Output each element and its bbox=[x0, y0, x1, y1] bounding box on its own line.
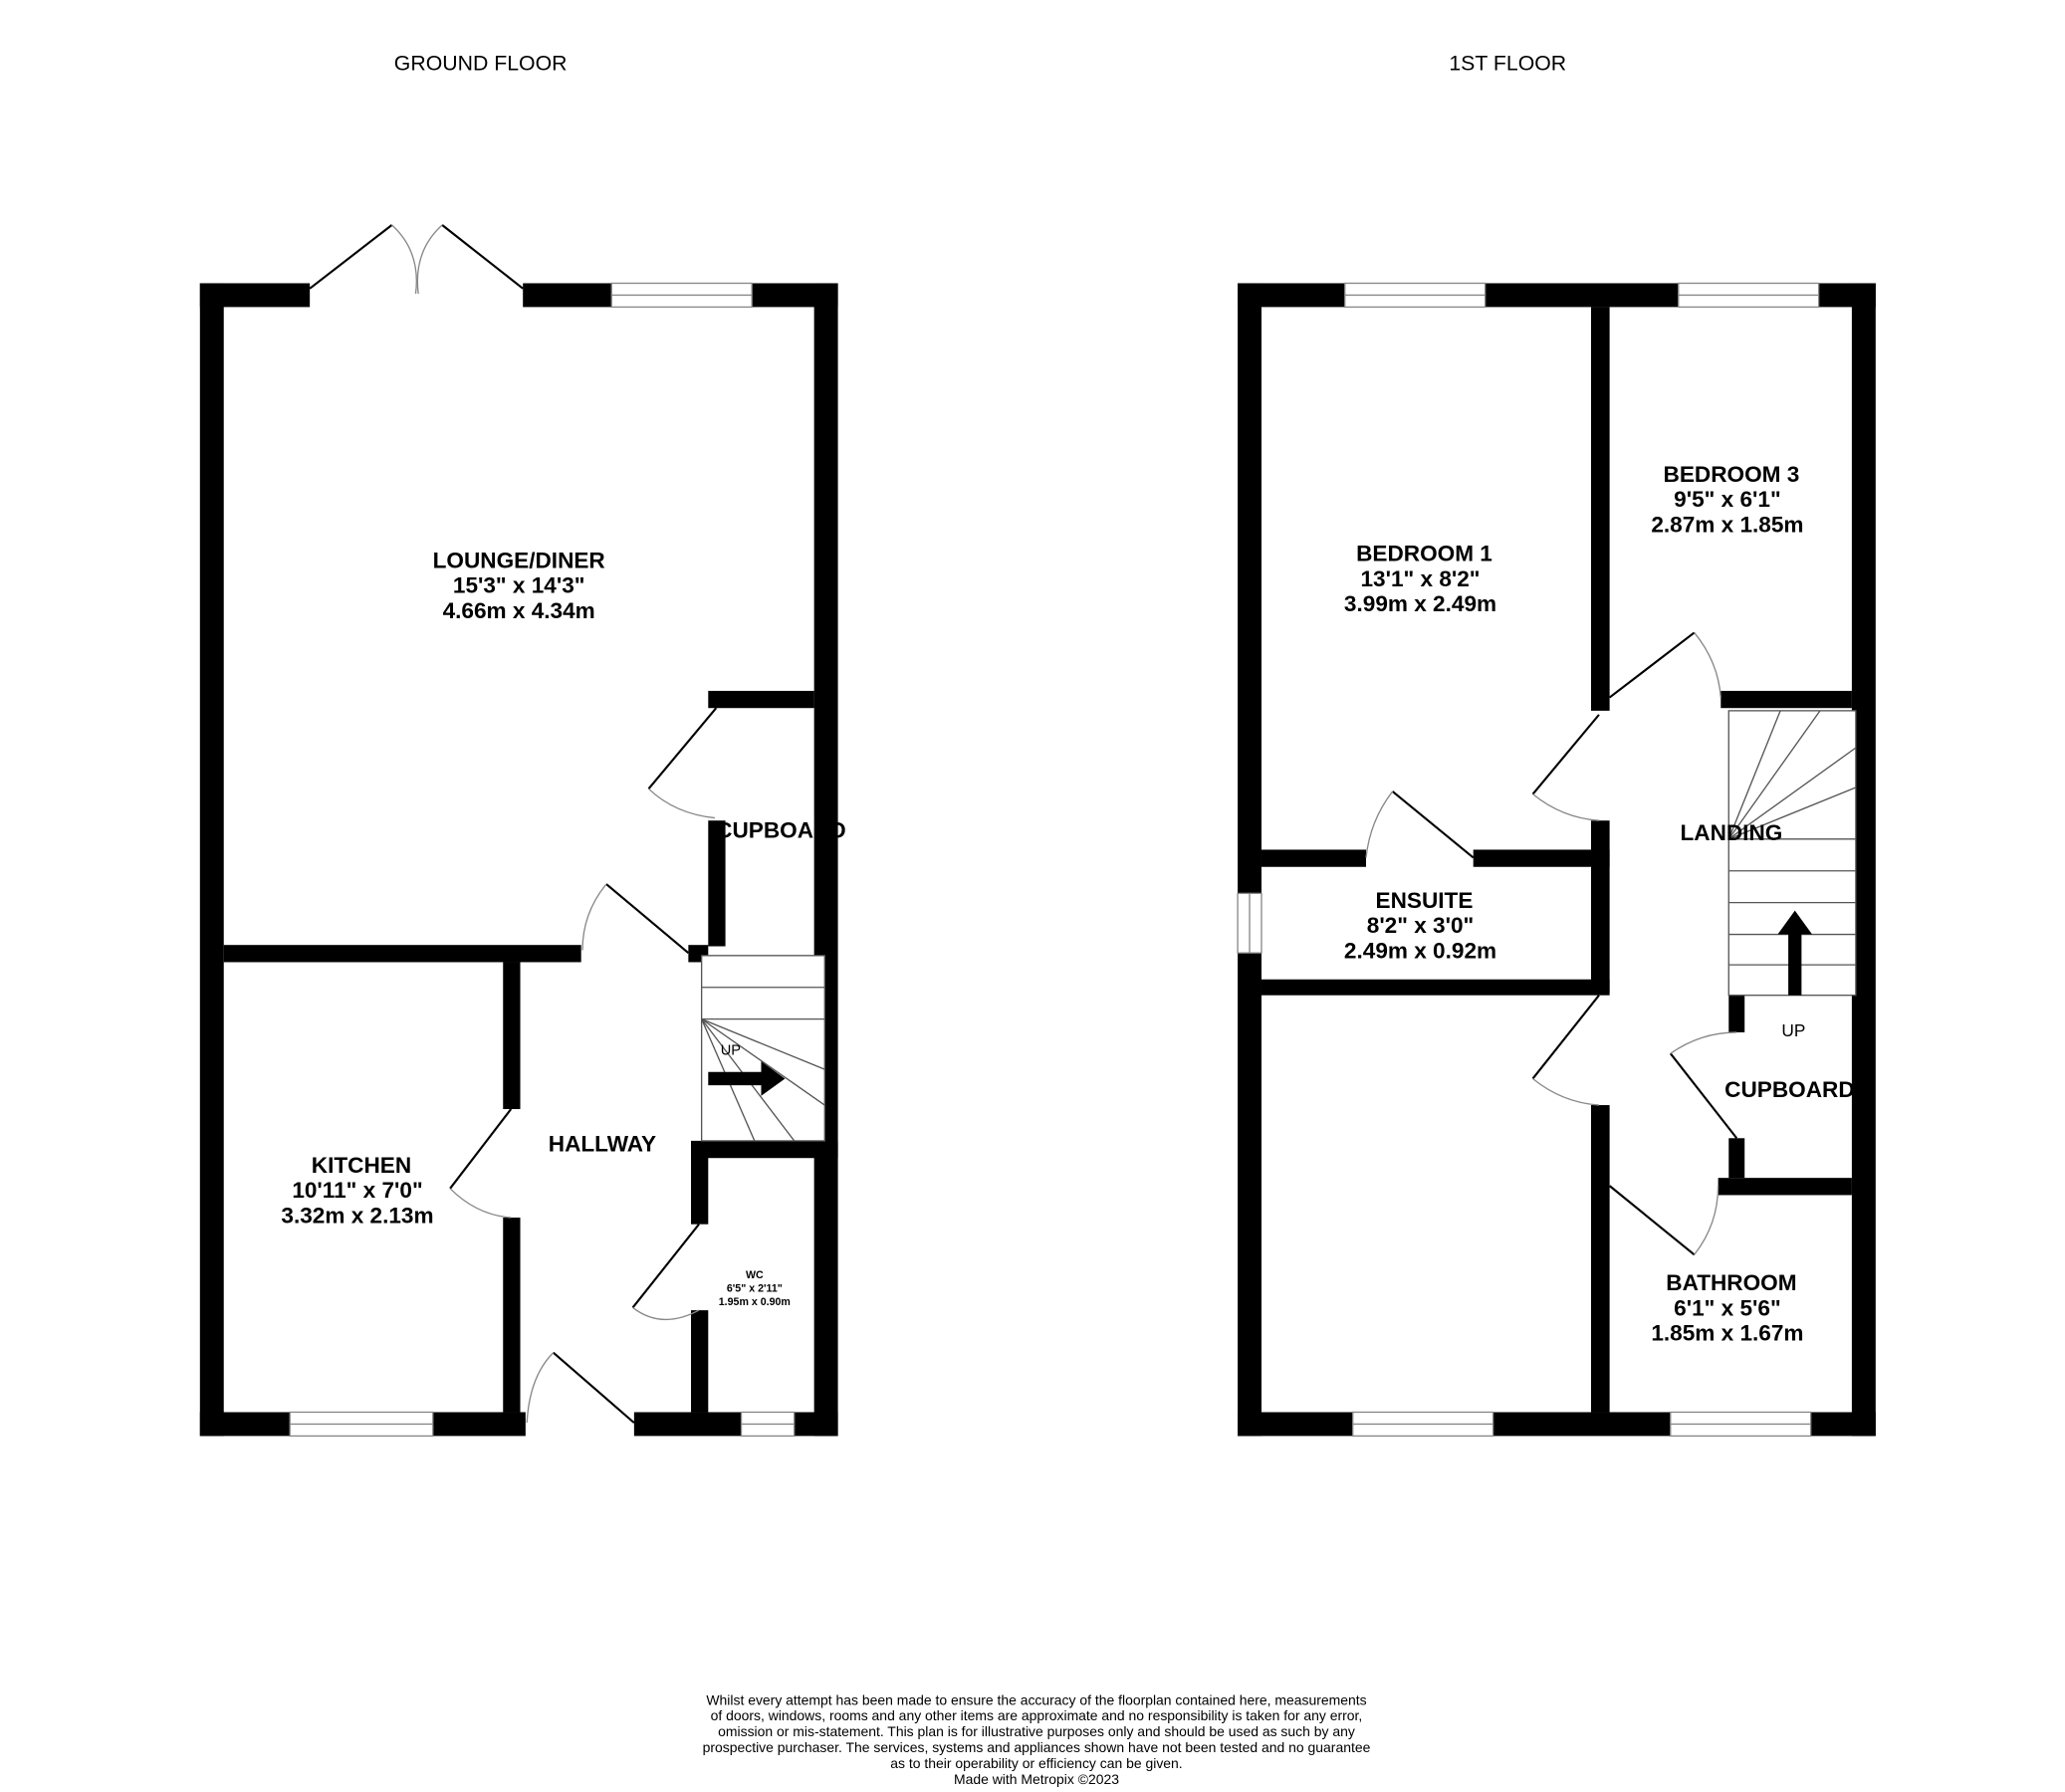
first-floor: 1ST FLOOR bbox=[1237, 51, 1876, 1438]
room-imperial: 6'5" x 2'11" bbox=[727, 1282, 783, 1294]
room-name: LOUNGE/DINER bbox=[433, 548, 605, 572]
room-metric: 3.32m x 2.13m bbox=[281, 1203, 433, 1228]
first-floor-labels: BEDROOM 1 13'1" x 8'2" 3.99m x 2.49m BED… bbox=[1344, 462, 1855, 1346]
room-imperial: 6'1" x 5'6" bbox=[1674, 1295, 1780, 1320]
stairs-up-arrow-icon bbox=[1777, 910, 1813, 996]
first-floor-stairs: UP bbox=[1727, 710, 1857, 1040]
disclaimer-line: omission or mis-statement. This plan is … bbox=[718, 1723, 1355, 1739]
room-imperial: 13'1" x 8'2" bbox=[1360, 566, 1480, 591]
disclaimer-line: as to their operability or efficiency ca… bbox=[890, 1755, 1182, 1771]
room-imperial: 9'5" x 6'1" bbox=[1674, 487, 1780, 512]
room-metric: 1.95m x 0.90m bbox=[719, 1296, 791, 1308]
ground-floor-labels: LOUNGE/DINER 15'3" x 14'3" 4.66m x 4.34m… bbox=[281, 548, 845, 1307]
room-name: KITCHEN bbox=[312, 1153, 411, 1178]
ground-stairs-up-label: UP bbox=[721, 1043, 741, 1059]
room-metric: 3.99m x 2.49m bbox=[1344, 591, 1496, 616]
disclaimer-line: Whilst every attempt has been made to en… bbox=[706, 1691, 1366, 1707]
room-name: ENSUITE bbox=[1376, 888, 1474, 913]
room-name: CUPBOARD bbox=[1724, 1077, 1854, 1102]
room-name: WC bbox=[746, 1269, 764, 1281]
disclaimer-line: of doors, windows, rooms and any other i… bbox=[711, 1707, 1363, 1723]
ground-floor: GROUND FLOOR bbox=[199, 51, 846, 1438]
first-floor-doors bbox=[1365, 631, 1738, 1256]
room-name: BEDROOM 3 bbox=[1664, 462, 1800, 487]
ground-floor-walls bbox=[199, 283, 838, 1437]
room-imperial: 8'2" x 3'0" bbox=[1367, 913, 1474, 938]
room-metric: 2.49m x 0.92m bbox=[1344, 938, 1496, 963]
room-name: BATHROOM bbox=[1666, 1270, 1796, 1295]
first-stairs-up-label: UP bbox=[1781, 1020, 1805, 1040]
disclaimer-line: Made with Metropix ©2023 bbox=[954, 1771, 1119, 1787]
ground-floor-stairs: UP bbox=[700, 955, 825, 1142]
ground-floor-windows bbox=[289, 282, 796, 1438]
room-imperial: 10'11" x 7'0" bbox=[292, 1178, 422, 1203]
room-metric: 1.85m x 1.67m bbox=[1651, 1321, 1803, 1346]
disclaimer: Whilst every attempt has been made to en… bbox=[703, 1691, 1371, 1787]
room-metric: 4.66m x 4.34m bbox=[443, 598, 595, 623]
room-name: HALLWAY bbox=[549, 1132, 656, 1157]
ground-floor-title: GROUND FLOOR bbox=[394, 51, 568, 75]
disclaimer-line: prospective purchaser. The services, sys… bbox=[703, 1739, 1371, 1755]
room-metric: 2.87m x 1.85m bbox=[1651, 512, 1803, 537]
room-name: BEDROOM 1 bbox=[1356, 542, 1492, 566]
room-imperial: 15'3" x 14'3" bbox=[453, 573, 585, 598]
first-floor-title: 1ST FLOOR bbox=[1449, 51, 1566, 75]
ground-floor-doors bbox=[309, 224, 718, 1424]
room-name: LANDING bbox=[1680, 820, 1782, 845]
first-floor-windows bbox=[1237, 282, 1820, 1438]
room-name: CUPBOARD bbox=[716, 818, 845, 843]
stairs-up-arrow-icon bbox=[708, 1061, 786, 1096]
